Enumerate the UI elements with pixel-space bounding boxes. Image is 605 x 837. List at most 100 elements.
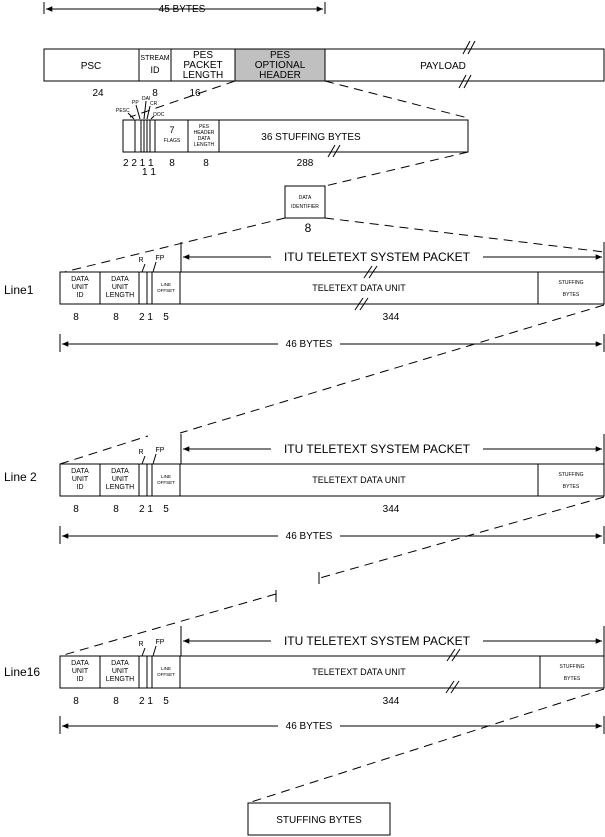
cr-label: CR: [150, 101, 158, 107]
bytes-label-mask: [278, 528, 340, 542]
flags-line2: FLAGS: [164, 138, 181, 144]
line-offset-line1: LINE: [161, 282, 171, 287]
data-unit-length-line2: UNIT: [112, 284, 129, 291]
data-unit-id-line2: UNIT: [72, 284, 89, 291]
pes-optional-header-line1: PES: [270, 50, 290, 61]
stuffing-line2: BYTES: [564, 676, 581, 682]
bits-data-unit-id: 8: [73, 504, 79, 515]
bits-data-unit-length: 8: [113, 312, 119, 323]
data-unit-id-line1: DATA: [71, 468, 89, 475]
break-mark: [458, 74, 467, 89]
data-unit-id-line3: ID: [77, 676, 84, 683]
flags-line1: 7: [169, 125, 174, 135]
bits-data-unit-length: 8: [113, 504, 119, 515]
packet-label: ITU TELETEXT SYSTEM PACKET: [284, 442, 471, 456]
teletext-packet-box: [59, 271, 605, 305]
pes-packet-length-line1: PES: [193, 50, 213, 61]
break-mark: [363, 265, 373, 279]
line-offset-line1: LINE: [161, 474, 171, 479]
data-unit-length-line1: DATA: [111, 660, 129, 667]
link-line: [179, 304, 605, 434]
r-label: R: [138, 257, 143, 264]
expand-line: [129, 80, 236, 118]
pes-packet-section: 45 BYTES PSC STREAM ID PES PACKET LENGTH…: [43, 2, 605, 119]
bits-teletext-data: 344: [383, 696, 400, 707]
line2-label: Line 2: [4, 470, 37, 484]
hdr-len-line1: PES: [199, 124, 210, 130]
final-stuffing-section: STUFFING BYTES: [247, 688, 605, 836]
break-mark: [467, 40, 476, 55]
bits-line-offset: 5: [163, 696, 169, 707]
stream-id-line2: ID: [151, 65, 161, 75]
expand-line: [324, 80, 469, 119]
link-line: [319, 496, 605, 579]
packet-label-mask: [271, 440, 483, 456]
data-unit-length-line3: LENGTH: [106, 484, 134, 491]
dai-label: DAI: [142, 96, 150, 102]
line1-label: Line1: [4, 283, 34, 297]
data-identifier-section: DATA IDENTIFIER 8: [59, 185, 605, 274]
bytes-label-mask: [278, 336, 340, 350]
data-unit-id-line2: UNIT: [72, 668, 89, 675]
line16-packet: Line16 ITU TELETEXT SYSTEM PACKET R FP D…: [4, 626, 605, 734]
break-mark: [368, 265, 378, 279]
pes-packet-length-line2: PACKET: [183, 60, 222, 71]
expand-line: [247, 688, 605, 804]
pes-optional-header-field: [234, 48, 326, 82]
data-unit-length-line2: UNIT: [112, 668, 129, 675]
pes-optional-header-line3: HEADER: [259, 70, 301, 81]
hdr-len-line3: DATA: [198, 136, 211, 142]
stuffing-line2: BYTES: [563, 292, 580, 298]
line-offset-line1: LINE: [161, 666, 171, 671]
fp-label: FP: [156, 255, 165, 262]
data-unit-id-line1: DATA: [71, 276, 89, 283]
data-unit-length-line1: DATA: [111, 468, 129, 475]
packet-label: ITU TELETEXT SYSTEM PACKET: [284, 634, 471, 648]
bits-header-row1: 2 2 1 1: [123, 158, 154, 169]
expand-line: [59, 217, 286, 274]
data-unit-id-line2: UNIT: [72, 476, 89, 483]
break-mark: [354, 297, 364, 311]
46-bytes-label: 46 BYTES: [286, 721, 333, 732]
teletext-data-unit: TELETEXT DATA UNIT: [312, 283, 406, 293]
fp-label: FP: [156, 639, 165, 646]
packet-label: ITU TELETEXT SYSTEM PACKET: [284, 250, 471, 264]
stream-id-line1: STREAM: [140, 55, 169, 62]
pes-header-section: PESC PP DAI CR OOC 7 FLAGS PES HEADER DA…: [116, 96, 469, 187]
pp-label: PP: [132, 100, 139, 106]
data-unit-length-line1: DATA: [111, 276, 129, 283]
expand-line: [324, 151, 469, 187]
line2-packet: Line 2 ITU TELETEXT SYSTEM PACKET R FP D…: [4, 434, 605, 544]
bits-line-offset: 5: [163, 504, 169, 515]
bits-stuffing: 288: [297, 158, 314, 169]
break-mark: [446, 648, 456, 662]
ooc-label: OOC: [153, 112, 165, 118]
pesc-label: PESC: [116, 108, 130, 114]
stuffing-bytes-final: STUFFING BYTES: [276, 815, 362, 826]
break-mark: [451, 648, 461, 662]
bits-r-fp: 2 1: [139, 312, 153, 323]
bits-data-unit-length: 8: [113, 696, 119, 707]
teletext-packet-box: [59, 655, 605, 689]
stuffing-line1: STUFFING: [559, 472, 584, 478]
teletext-data-unit: TELETEXT DATA UNIT: [312, 667, 406, 677]
packet-label-mask: [271, 248, 483, 264]
bits-psc: 24: [92, 88, 104, 99]
46-bytes-label: 46 BYTES: [286, 339, 333, 350]
pes-packet-length-line3: LENGTH: [183, 70, 224, 81]
bits-stream-id: 8: [152, 88, 158, 99]
teletext-packet-box: [59, 463, 605, 497]
45-bytes-label: 45 BYTES: [159, 4, 206, 15]
break-mark: [359, 297, 369, 311]
data-identifier-line1: DATA: [299, 195, 312, 201]
line-offset-line2: OFFSET: [157, 480, 175, 485]
bits-teletext-data: 344: [383, 312, 400, 323]
break-mark: [463, 74, 472, 89]
bits-data-unit-id: 8: [73, 312, 79, 323]
bits-r-fp: 2 1: [139, 504, 153, 515]
r-label: R: [138, 449, 143, 456]
fp-label: FP: [156, 447, 165, 454]
r-label: R: [138, 641, 143, 648]
expand-line: [324, 217, 605, 253]
